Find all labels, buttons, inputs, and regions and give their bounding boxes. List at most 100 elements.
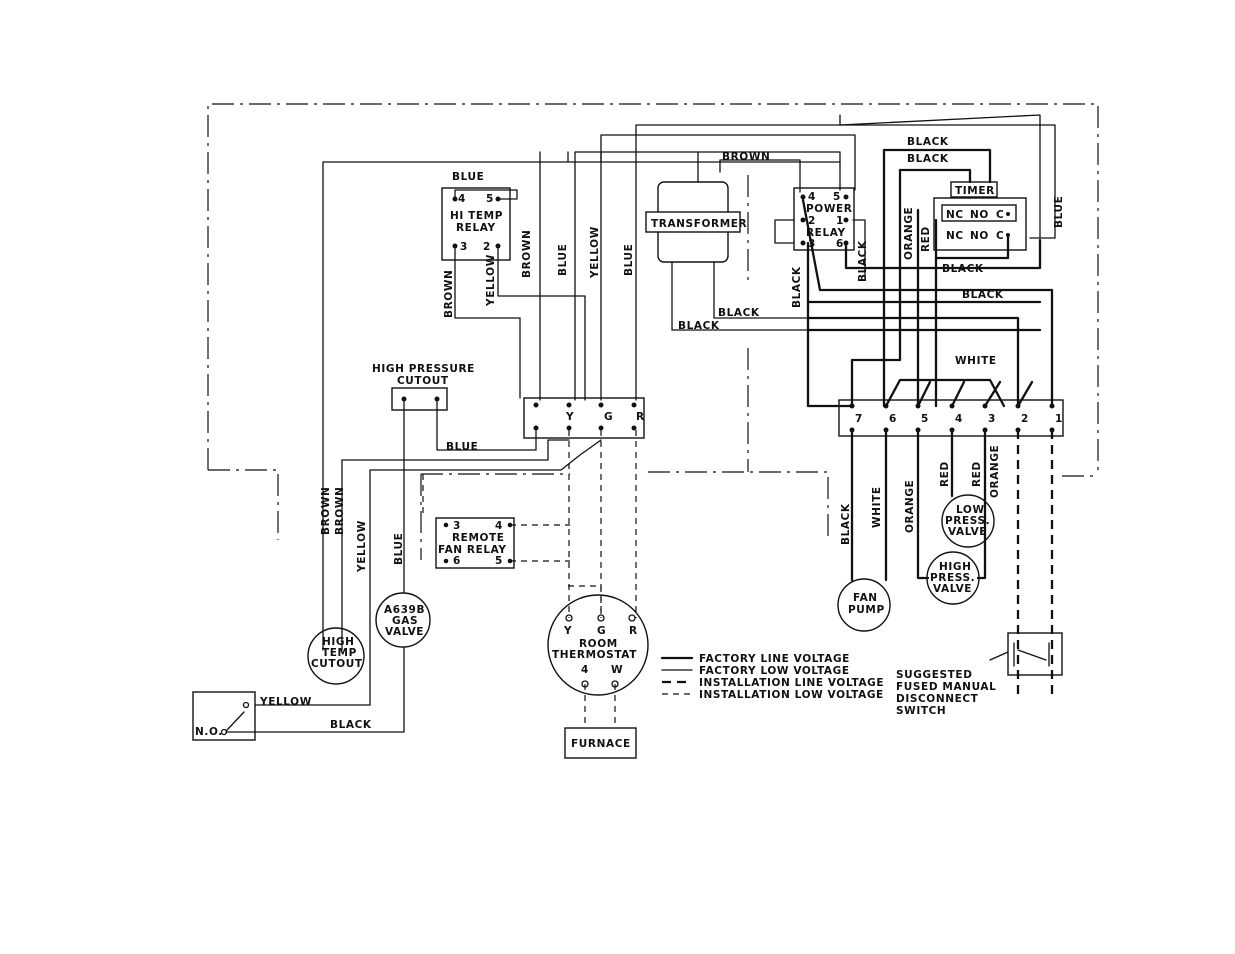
wire-label-blue-mid: BLUE — [446, 441, 478, 453]
fan-pump-label-2: PUMP — [848, 604, 885, 616]
cabinet-outline — [207, 103, 1099, 560]
wire-label-yellow-hi-temp: YELLOW — [485, 254, 497, 307]
timer-c-bottom: C — [996, 230, 1004, 242]
wire-label-blue-bus-1: BLUE — [557, 244, 569, 276]
wire-label-orange-lower: ORANGE — [904, 480, 916, 533]
low-press-valve-label-2: PRESS. — [945, 515, 990, 527]
high-pressure-cutout: HIGH PRESSURE CUTOUT — [372, 363, 475, 411]
wire-label-black-timer: BLACK — [942, 263, 984, 275]
timer-nc-top: NC — [946, 209, 964, 221]
wire-label-blue-top: BLUE — [452, 171, 484, 183]
main-term-5: 5 — [921, 413, 929, 425]
remote-fan-relay-label-1: REMOTE — [452, 532, 505, 544]
wire-label-red-lower-1: RED — [939, 461, 951, 487]
main-term-4: 4 — [955, 413, 963, 425]
disconnect-label-4: SWITCH — [896, 705, 946, 717]
hi-temp-relay-term-2: 2 — [483, 241, 491, 253]
wiring — [225, 114, 1056, 733]
power-relay-label-2: RELAY — [806, 227, 846, 239]
high-press-valve-label-1: HIGH — [939, 561, 972, 573]
low-voltage-term-y: Y — [565, 411, 574, 423]
remote-fan-relay-term-3: 3 — [453, 520, 461, 532]
high-pressure-cutout-label-1: HIGH PRESSURE — [372, 363, 475, 375]
legend-factory-low-voltage: FACTORY LOW VOLTAGE — [699, 665, 850, 677]
wire-label-brown-hi-temp: BROWN — [443, 270, 455, 318]
timer-c-top: C — [996, 209, 1004, 221]
hi-temp-relay-term-3: 3 — [460, 241, 468, 253]
main-term-1: 1 — [1055, 413, 1063, 425]
gas-valve-label-2: GAS — [392, 615, 418, 627]
main-term-2: 2 — [1021, 413, 1029, 425]
power-relay: 4 5 POWER 2 1 RELAY 3 6 — [793, 187, 855, 251]
furnace-label: FURNACE — [571, 738, 631, 750]
high-temp-cutout-label-2: TEMP — [322, 647, 357, 659]
power-relay-term-5: 5 — [833, 191, 841, 203]
wire-label-yellow-bottom: YELLOW — [259, 696, 312, 708]
low-press-valve-label-3: VALVE — [948, 526, 987, 538]
wire-label-black-transformer-2: BLACK — [678, 320, 720, 332]
thermostat-label-1: ROOM — [579, 638, 618, 650]
remote-fan-relay-label-2: FAN RELAY — [438, 544, 507, 556]
wire-label-brown-bus: BROWN — [521, 230, 533, 278]
low-voltage-term-g: G — [604, 411, 613, 423]
switch-no-label: N.O. — [195, 726, 223, 738]
wire-label-red-upper: RED — [920, 226, 932, 252]
low-voltage-terminal-block: Y G R — [523, 397, 645, 439]
wire-label-yellow-bus: YELLOW — [589, 226, 601, 279]
wire-label-white: WHITE — [955, 355, 997, 367]
legend-installation-low-voltage: INSTALLATION LOW VOLTAGE — [699, 689, 884, 701]
high-press-valve-label-2: PRESS. — [930, 572, 975, 584]
wire-label-blue-right: BLUE — [1053, 196, 1065, 228]
thermostat-term-r: R — [629, 625, 638, 637]
hi-temp-relay-label-2: RELAY — [456, 222, 496, 234]
wire-label-yellow-left: YELLOW — [356, 520, 368, 573]
fan-pump-label-1: FAN — [853, 592, 878, 604]
gas-valve-label-1: A639B — [384, 604, 425, 616]
power-relay-label-1: POWER — [806, 203, 852, 215]
wire-label-black-power-relay: BLACK — [791, 266, 803, 308]
wire-label-blue-gas-valve: BLUE — [393, 533, 405, 565]
disconnect-label-1: SUGGESTED — [896, 669, 973, 681]
thermostat-term-y: Y — [563, 625, 572, 637]
main-term-3: 3 — [988, 413, 996, 425]
low-press-valve-label-1: LOW — [956, 504, 985, 516]
high-pressure-cutout-label-2: CUTOUT — [397, 375, 449, 387]
high-temp-cutout: HIGH TEMP CUTOUT — [307, 627, 365, 685]
wire-label-black-1: BLACK — [907, 136, 949, 148]
high-press-valve-label-3: VALVE — [933, 583, 972, 595]
timer-nc-bottom: NC — [946, 230, 964, 242]
remote-fan-relay-term-4: 4 — [495, 520, 503, 532]
fan-pump: FAN PUMP — [837, 578, 891, 632]
room-thermostat: Y G R ROOM THERMOSTAT 4 W — [547, 594, 649, 696]
thermostat-term-w: W — [611, 664, 623, 676]
remote-fan-relay-term-5: 5 — [495, 555, 503, 567]
wire-label-black-lower: BLACK — [840, 503, 852, 545]
transformer-label: TRANSFORMER — [651, 218, 747, 230]
thermostat-label-2: THERMOSTAT — [552, 649, 637, 661]
timer-no-bottom: NO — [970, 230, 989, 242]
wire-labels: BLUE BROWN BLACK BLACK BLACK BLACK BLACK… — [259, 136, 1065, 731]
power-relay-term-6: 6 — [836, 238, 844, 250]
wire-label-orange-upper: ORANGE — [903, 207, 915, 260]
legend-installation-line-voltage: INSTALLATION LINE VOLTAGE — [699, 677, 884, 689]
gas-valve: A639B GAS VALVE — [375, 592, 431, 648]
power-relay-term-1: 1 — [836, 215, 844, 227]
wire-label-brown-left-2: BROWN — [334, 487, 346, 535]
furnace: FURNACE — [564, 727, 637, 759]
power-relay-term-4: 4 — [808, 191, 816, 203]
hi-temp-relay-term-4: 4 — [458, 193, 466, 205]
wire-label-black-bottom: BLACK — [330, 719, 372, 731]
legend-factory-line-voltage: FACTORY LINE VOLTAGE — [699, 653, 850, 665]
timer-label: TIMER — [955, 185, 995, 197]
legend: FACTORY LINE VOLTAGE FACTORY LOW VOLTAGE… — [660, 653, 884, 701]
wire-label-brown-top: BROWN — [722, 151, 770, 163]
high-temp-cutout-label-1: HIGH — [322, 636, 355, 648]
thermostat-term-4: 4 — [581, 664, 589, 676]
normally-open-switch: N.O. — [192, 691, 256, 741]
main-term-7: 7 — [855, 413, 863, 425]
wire-label-black-relay-6: BLACK — [857, 240, 869, 282]
wire-label-orange-lower-2: ORANGE — [989, 445, 1001, 498]
hi-temp-relay-term-5: 5 — [486, 193, 494, 205]
wire-label-brown-left-1: BROWN — [320, 487, 332, 535]
hi-temp-relay-label-1: HI TEMP — [450, 210, 503, 222]
